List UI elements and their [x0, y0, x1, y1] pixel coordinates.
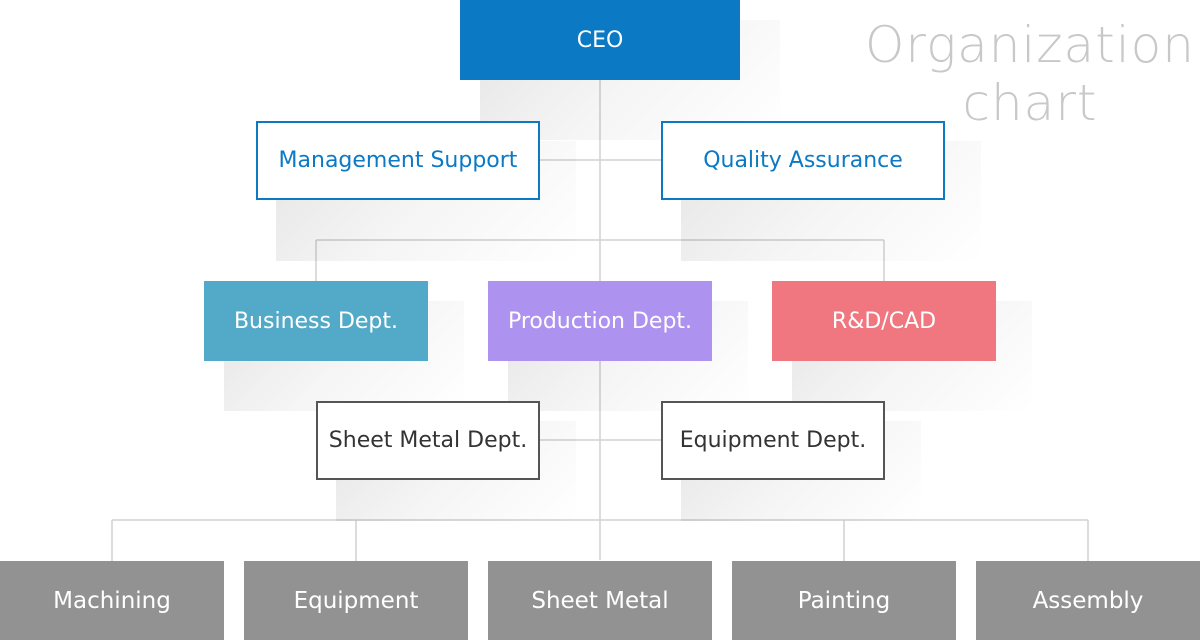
chart-title: Organization chart: [860, 16, 1200, 132]
equipment-dept-label: Equipment Dept.: [679, 428, 867, 453]
painting-label: Painting: [797, 587, 891, 614]
quality-assurance-label: Quality Assurance: [703, 148, 903, 173]
equipment-label: Equipment: [293, 587, 419, 614]
assembly-label: Assembly: [1032, 587, 1144, 614]
sheet-metal-box: Sheet Metal: [488, 561, 712, 640]
sheet-metal-dept-label: Sheet Metal Dept.: [328, 428, 528, 453]
ceo-label: CEO: [576, 27, 624, 53]
chart-title-line2: chart: [962, 74, 1098, 132]
assembly-box: Assembly: [976, 561, 1200, 640]
quality-assurance-box: Quality Assurance: [661, 121, 945, 200]
rnd-cad-label: R&D/CAD: [831, 308, 937, 334]
management-support-box: Management Support: [256, 121, 540, 200]
ceo-box: CEO: [460, 0, 740, 80]
machining-box: Machining: [0, 561, 224, 640]
equipment-dept-box: Equipment Dept.: [661, 401, 885, 480]
management-support-label: Management Support: [278, 148, 518, 173]
production-dept-box: Production Dept.: [488, 281, 712, 361]
machining-label: Machining: [53, 587, 171, 614]
business-dept-label: Business Dept.: [233, 308, 399, 334]
sheet-metal-dept-box: Sheet Metal Dept.: [316, 401, 540, 480]
equipment-box: Equipment: [244, 561, 468, 640]
rnd-cad-box: R&D/CAD: [772, 281, 996, 361]
business-dept-box: Business Dept.: [204, 281, 428, 361]
production-dept-label: Production Dept.: [507, 308, 693, 334]
sheet-metal-label: Sheet Metal: [531, 587, 669, 614]
painting-box: Painting: [732, 561, 956, 640]
chart-title-line1: Organization: [865, 16, 1195, 74]
